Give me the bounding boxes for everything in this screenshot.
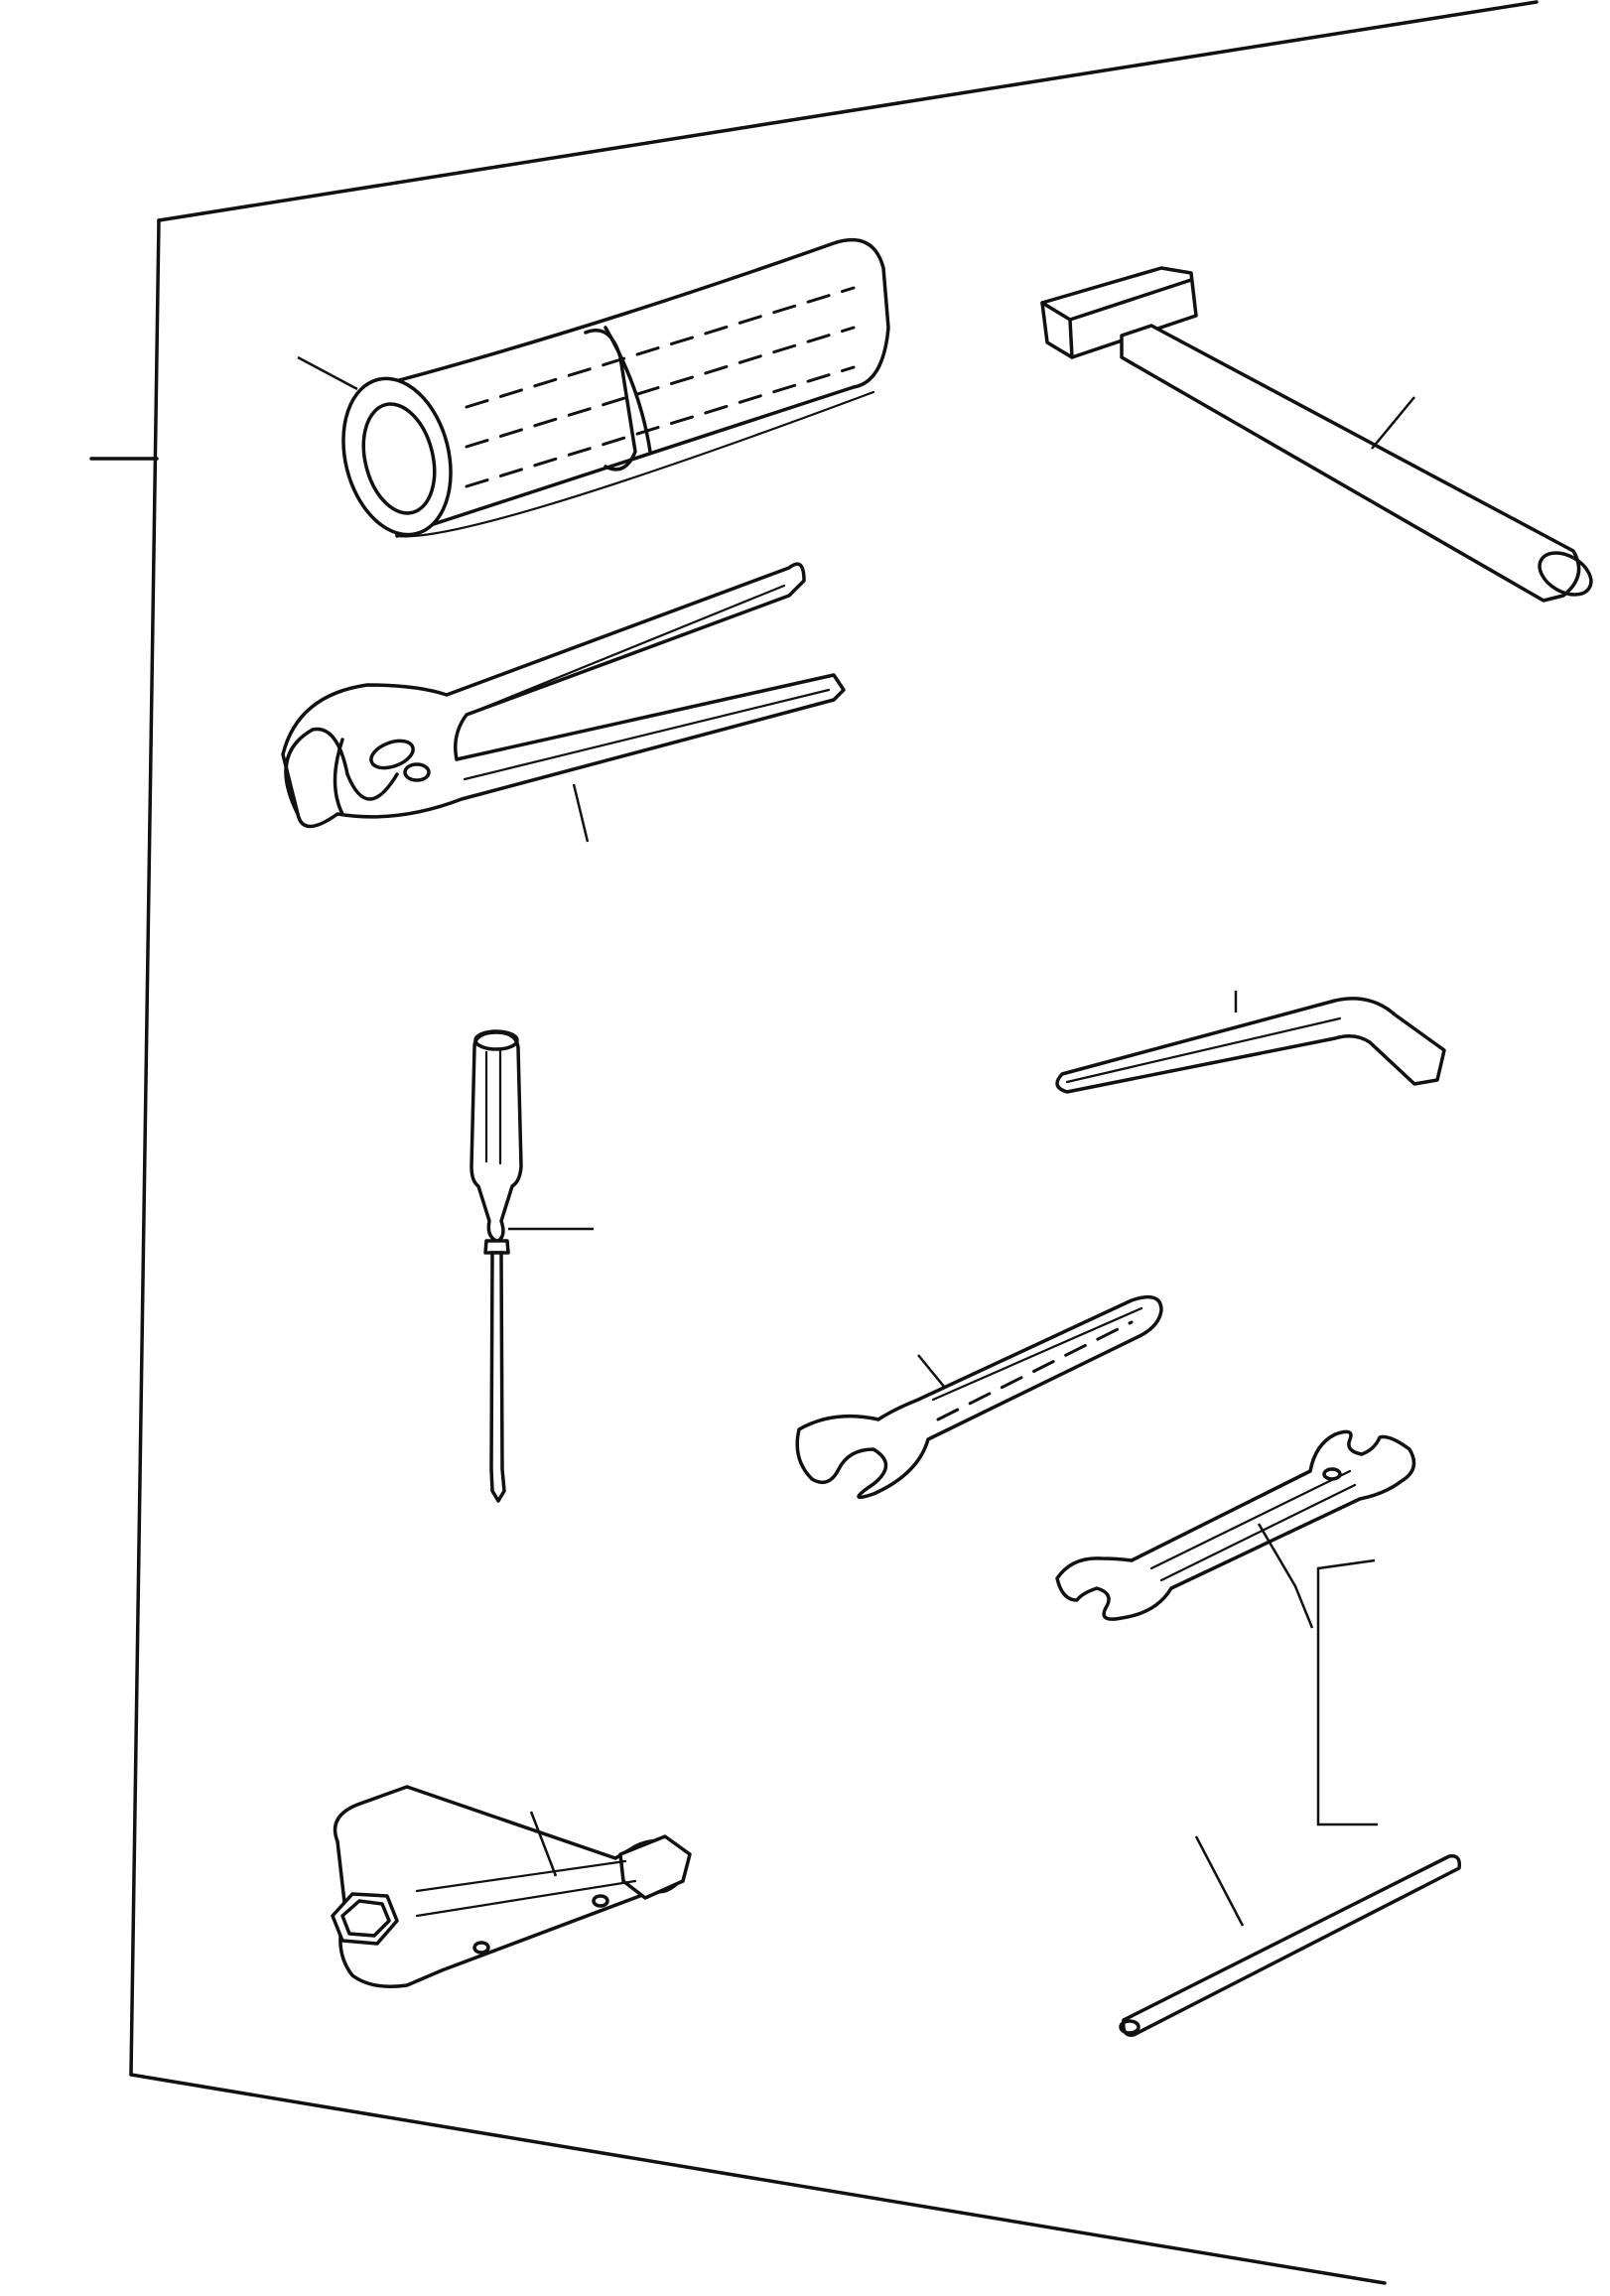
pliers-icon xyxy=(281,562,846,843)
wrench-icon xyxy=(795,1294,1163,1500)
tool-roll-icon xyxy=(297,237,890,538)
tool-board-outline xyxy=(89,0,1539,2285)
screwdriver-icon xyxy=(470,1029,594,1503)
box-spanner-icon xyxy=(331,1785,692,1988)
hammer-icon xyxy=(1040,266,1593,603)
tommy-bar-icon xyxy=(1119,1835,1462,2037)
wrench-set-bracket xyxy=(1316,1558,1378,1826)
hex-key-icon xyxy=(1055,991,1446,1094)
wrench-icon xyxy=(1055,1429,1416,1629)
